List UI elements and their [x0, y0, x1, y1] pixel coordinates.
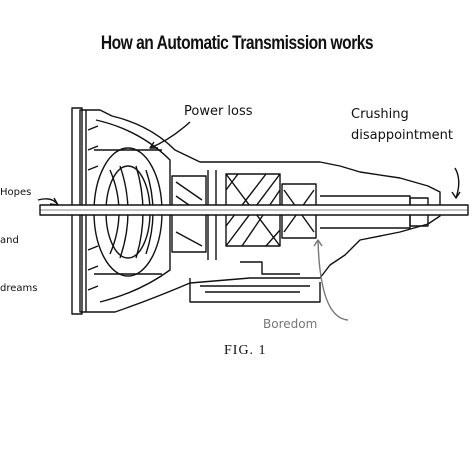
boredom-arrow — [317, 239, 349, 321]
crushing-arrow — [454, 167, 460, 199]
crushing-label-line2: disappointment — [351, 128, 454, 143]
bell-inner — [95, 119, 171, 303]
power-loss-label: Power loss — [184, 104, 253, 119]
figure-caption: FIG. 1 — [224, 343, 267, 358]
page-title: How an Automatic Transmission works — [100, 33, 374, 54]
oil-pan — [189, 278, 321, 303]
crushing-label-line1: Crushing — [351, 107, 409, 122]
hopes-label: Hopes and dreams — [0, 153, 37, 313]
boredom-label: Boredom — [263, 317, 318, 331]
hopes-label-line2: and — [0, 235, 19, 246]
hopes-label-line3: dreams — [0, 283, 38, 294]
bell-housing — [79, 109, 441, 313]
power-loss-arrow — [149, 121, 191, 149]
hopes-label-line1: Hopes — [0, 187, 32, 198]
